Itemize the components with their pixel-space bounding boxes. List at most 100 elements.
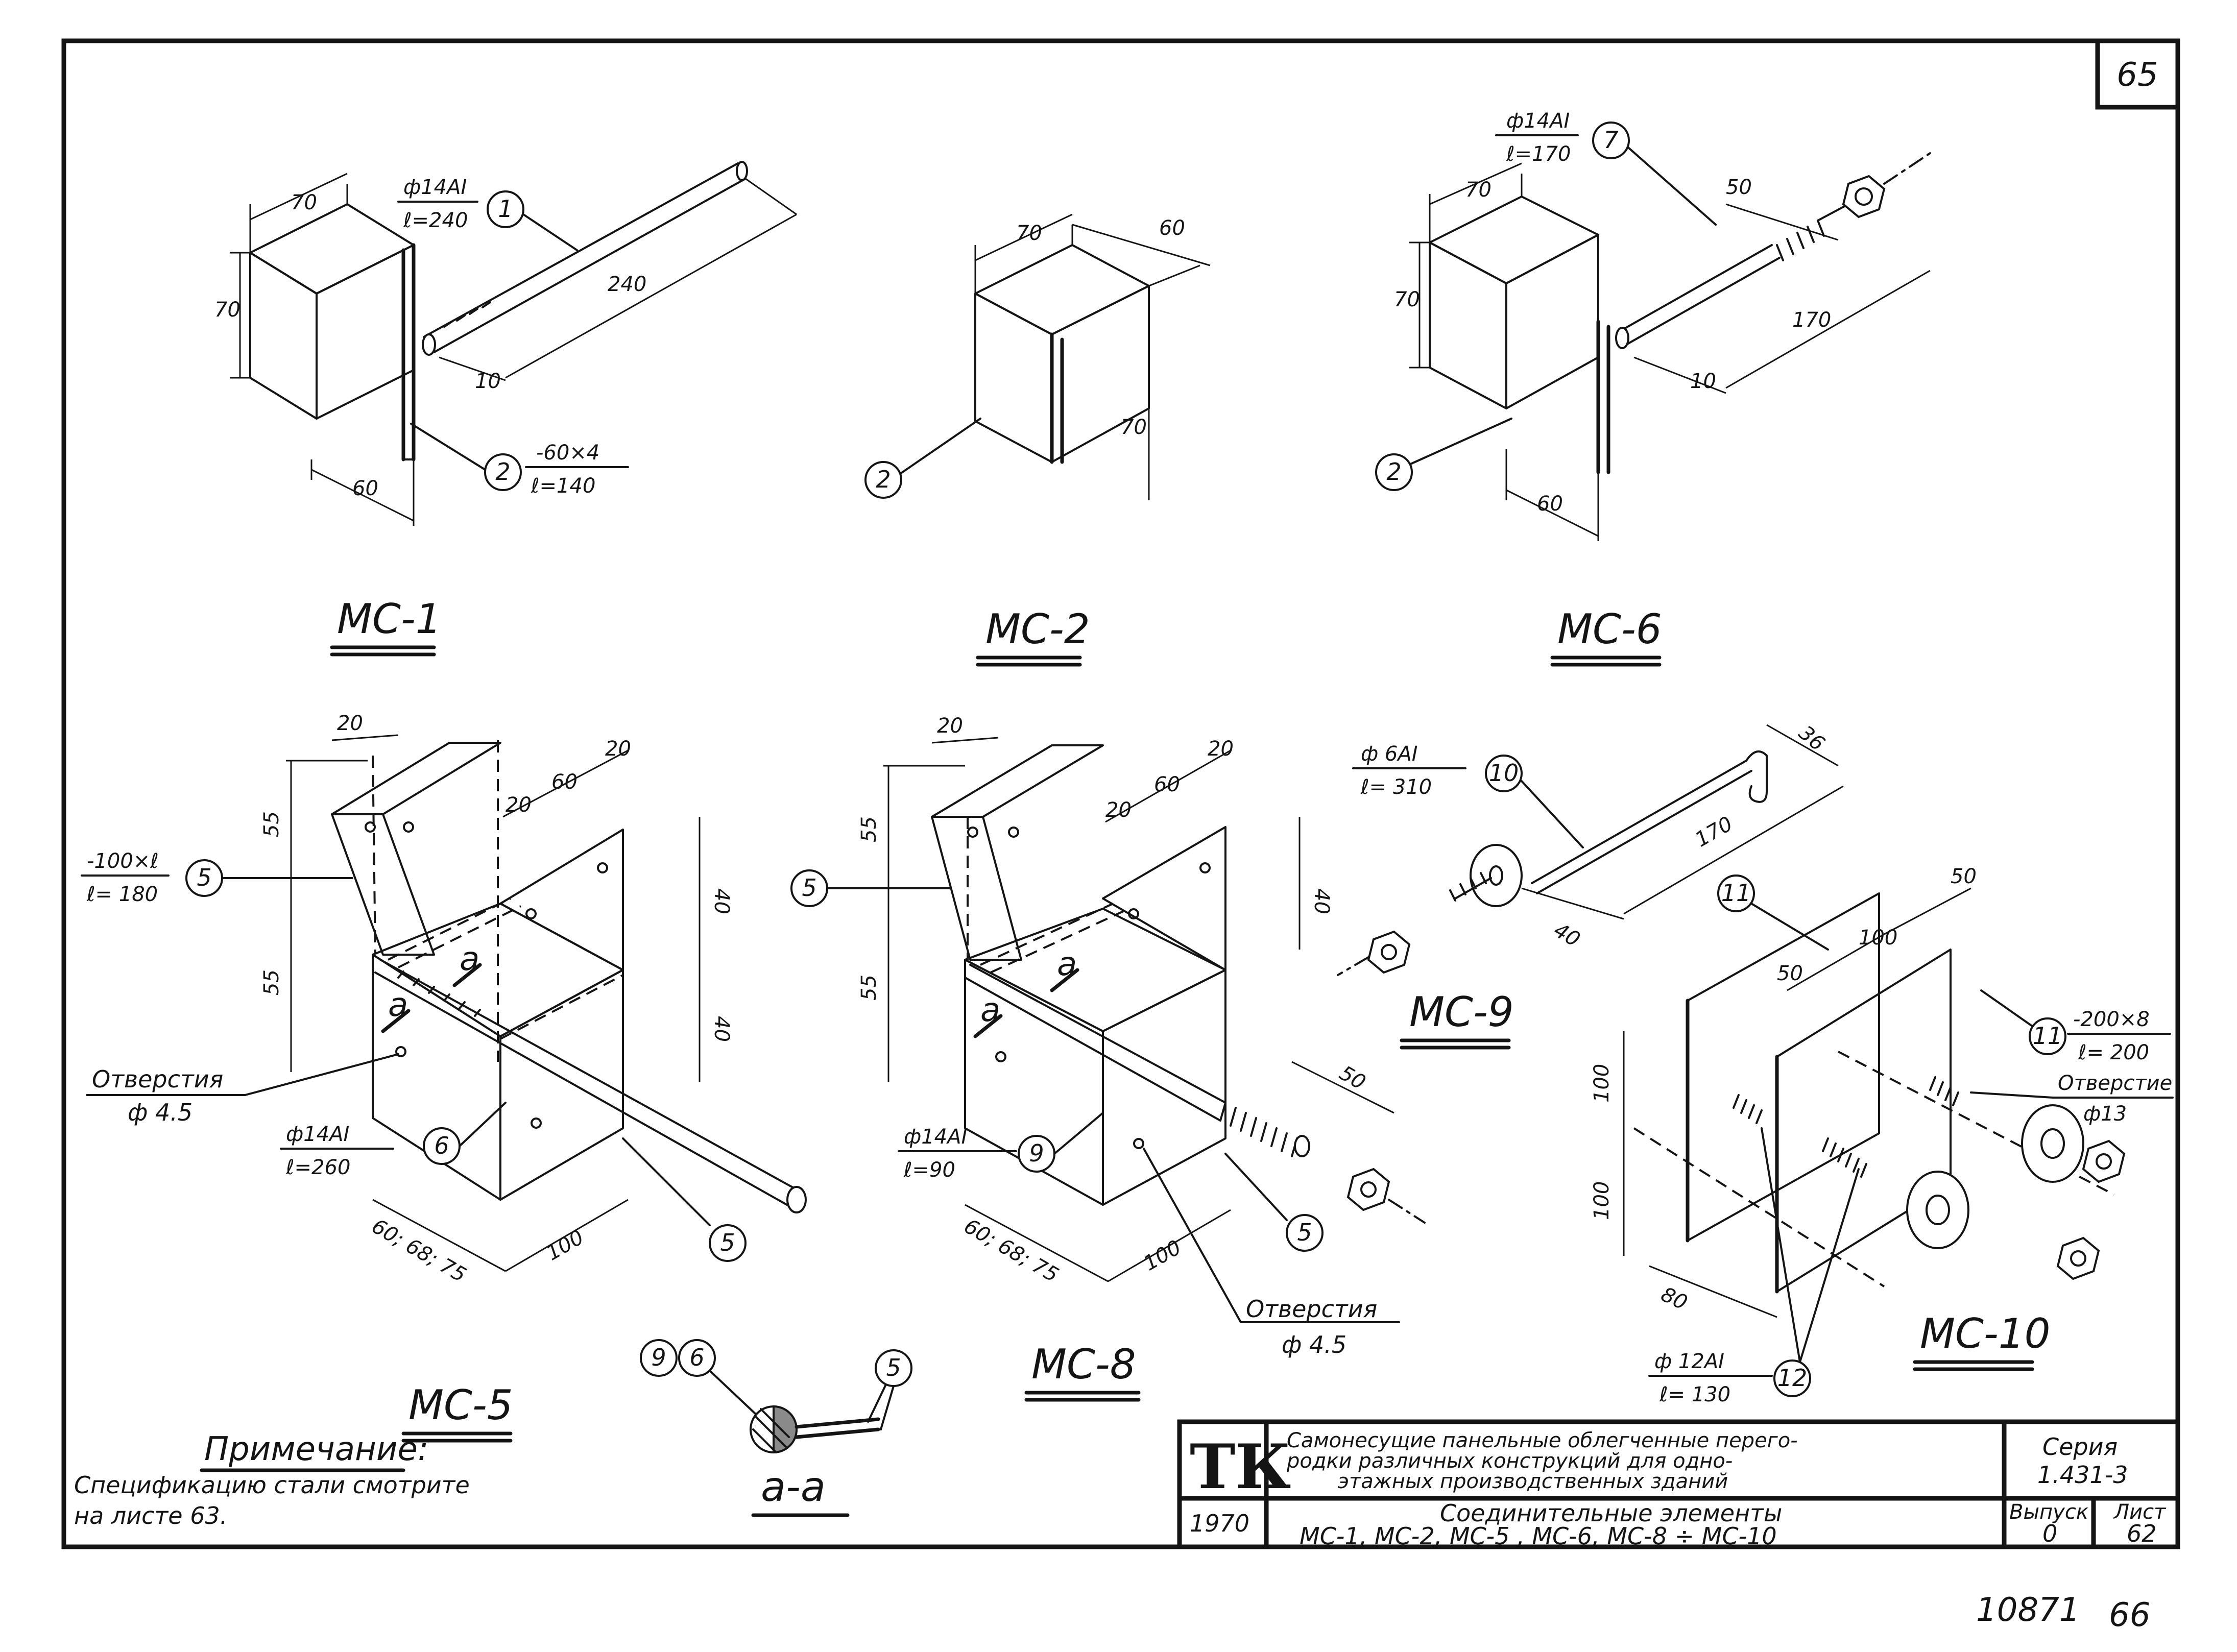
mc8-pos-5b: 5 [1297, 1219, 1312, 1246]
mc8-bar-len: ℓ=90 [903, 1158, 955, 1182]
mc8-dim-5: 60 [1154, 773, 1180, 796]
title-desc-line-1: Самонесущие панельные облегченные перего… [1287, 1429, 1798, 1452]
section-title: а-а [761, 1463, 826, 1511]
mc6-bar-len: ℓ=170 [1506, 142, 1571, 166]
mc10-plate-pos-b: 11 [2033, 1022, 2063, 1050]
mc5-plate-pos: 5 [197, 864, 211, 891]
mc8-hole-label: Отверстия [1246, 1295, 1377, 1323]
mc2-dim-1: 70 [1016, 222, 1042, 245]
mc6-bar-pos: 7 [1603, 126, 1618, 154]
mc8-flap-top [931, 744, 1104, 818]
mc5-bar-pos: 6 [434, 1132, 449, 1159]
mc8-hole-dia: ф 4.5 [1282, 1331, 1346, 1358]
mc10-plate-spec: -200×8 [2073, 1008, 2150, 1031]
title-year: 1970 [1190, 1510, 1249, 1537]
title-desc-line-3: этажных производственных зданий [1338, 1470, 1728, 1493]
mc1-plate-front [249, 252, 318, 420]
mc5-bar-len: ℓ=260 [285, 1156, 350, 1179]
mc8-dim-3: 55 [857, 975, 881, 1001]
mc8-dim-2: 55 [857, 816, 881, 842]
mc5-back-plate [499, 829, 624, 971]
mc2-plate-top [974, 244, 1150, 335]
detail-mc6: 70 70 50 170 10 60 ф14АI ℓ=170 7 2 МС-6 [1375, 109, 1931, 667]
mc5-dim-8: 40 [710, 1016, 733, 1042]
mc5-plate-len: ℓ= 180 [86, 883, 158, 906]
mc5-bar-spec: ф14АI [286, 1123, 349, 1146]
mc1-bar-pos: 1 [498, 195, 513, 223]
mc9-dim-2: 170 [1691, 812, 1737, 852]
mc8-bar-spec: ф14АI [904, 1125, 967, 1149]
mc10-dim-6: 80 [1657, 1282, 1691, 1315]
note-line-1: Спецификацию стали смотрите [74, 1471, 470, 1499]
mc1-bar-spec: ф14АI [403, 176, 467, 199]
mc8-side-plate [1102, 969, 1226, 1206]
series-label: Серия [2042, 1433, 2118, 1461]
detail-mc9: 36 170 40 ф 6АI ℓ= 310 10 МС-9 [1337, 721, 1844, 1050]
mc9-title: МС-9 [1409, 988, 1514, 1036]
detail-mc1: 70 70 240 10 60 ф14АI ℓ=240 1 2 -60×4 ℓ=… [214, 161, 797, 657]
mc5-hole-dia: ф 4.5 [128, 1099, 193, 1126]
mc1-title: МС-1 [337, 595, 442, 643]
section-pos-c: 5 [886, 1354, 901, 1381]
mc1-plate-side [316, 244, 415, 420]
series-value: 1.431-3 [2037, 1461, 2128, 1489]
mc10-hole-label: Отверстие [2058, 1072, 2172, 1095]
issue-label: Выпуск [2009, 1500, 2088, 1524]
mc6-dim-2: 70 [1394, 288, 1420, 311]
mc1-dim-3: 240 [608, 273, 646, 296]
mc10-hole-dia: ф13 [2083, 1102, 2127, 1126]
mc5-hole-label: Отверстия [92, 1065, 223, 1093]
mc8-dim-9: 60; 68; 75 [960, 1214, 1063, 1287]
mc1-bar-len: ℓ=240 [403, 209, 468, 232]
mc5-dim-10: 100 [542, 1226, 588, 1266]
mc5-dim-6: 20 [605, 737, 631, 761]
mc10-bolt-len: ℓ= 130 [1659, 1383, 1730, 1406]
title-subtitle-line-1: Соединительные элементы [1440, 1499, 1782, 1527]
mc5-dim-1: 20 [337, 712, 363, 735]
mc8-bar-pos: 9 [1029, 1139, 1044, 1167]
section-pos-b: 6 [689, 1344, 704, 1371]
mc6-dim-5: 10 [1690, 370, 1716, 393]
mc1-plate-top [249, 203, 415, 295]
mc6-plate-pos: 2 [1386, 458, 1401, 485]
mc6-plate-front [1429, 241, 1507, 409]
mc9-bar-pos: 10 [1489, 759, 1519, 787]
mc8-horiz-plate [964, 908, 1226, 1032]
mc8-dim-6: 20 [1208, 737, 1234, 761]
mc8-dim-7: 40 [1310, 888, 1333, 914]
mc2-plate-front [974, 293, 1053, 463]
page-number-box [2095, 38, 2180, 110]
issue-value: 0 [2042, 1520, 2057, 1547]
mc10-dim-3: 50 [1951, 865, 1977, 888]
mc5-dim-7: 40 [710, 888, 733, 914]
mc10-dim-1: 50 [1777, 962, 1803, 985]
sheet-label: Лист [2113, 1500, 2167, 1524]
detail-mc5: а а 20 55 55 20 60 20 40 40 60; 68; 75 1… [81, 712, 807, 1443]
title-block: ТК 1970 Самонесущие панельные облегченны… [1177, 1419, 2180, 1550]
mc10-plate-len: ℓ= 200 [2078, 1041, 2149, 1064]
mc8-title: МС-8 [1031, 1341, 1136, 1388]
mc10-dim-4: 100 [1590, 1064, 1614, 1103]
sheet-frame [61, 38, 2180, 1549]
mc5-pos-5b: 5 [720, 1229, 735, 1256]
note-line-2: на листе 63. [74, 1502, 227, 1529]
mc9-bar-len: ℓ= 310 [1360, 775, 1432, 799]
mc9-dim-3: 40 [1550, 918, 1584, 952]
section-a-a: 9 6 5 а-а [640, 1339, 912, 1517]
mc5-dim-5: 60 [551, 770, 578, 794]
title-subtitle-line-2: МС-1, МС-2, МС-5 , МС-6, МС-8 ÷ МС-10 [1300, 1522, 1777, 1550]
mc2-title: МС-2 [985, 605, 1090, 653]
detail-mc10: 50 100 50 100 100 80 11 11 -200×8 ℓ= 200… [1590, 865, 2174, 1406]
mc1-plate-pos: 2 [495, 458, 510, 485]
mc9-dim-1: 36 [1794, 721, 1830, 756]
section-pos-a: 9 [651, 1344, 666, 1371]
mc5-dim-3: 55 [260, 969, 283, 995]
mc1-dim-1: 70 [291, 191, 317, 214]
mc5-side-plate [499, 969, 624, 1201]
mc5-plate-spec: -100×ℓ [87, 849, 159, 873]
sheet-value: 62 [2127, 1520, 2157, 1547]
mc1-plate-len: ℓ=140 [531, 474, 595, 498]
mc10-bolt-spec: ф 12АI [1654, 1350, 1724, 1373]
mc1-dim-4: 10 [475, 370, 501, 393]
